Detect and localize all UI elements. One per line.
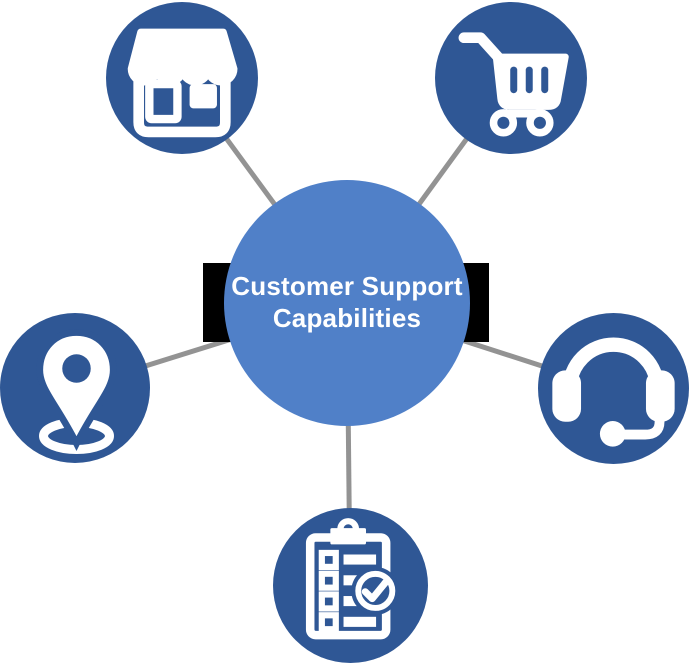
center-label-line2: Capabilities	[272, 303, 422, 333]
node-shopping-cart	[435, 2, 587, 154]
shopping-cart-icon	[458, 32, 569, 137]
center-label-line1: Customer Support	[231, 271, 463, 302]
storefront-icon	[127, 28, 238, 138]
checklist-icon	[305, 518, 400, 640]
headset-icon	[552, 337, 675, 447]
node-checklist	[273, 508, 428, 663]
center-node: Customer Support Capabilities	[224, 180, 470, 426]
location-pin-icon	[36, 329, 117, 454]
center-label: Customer Support Capabilities	[231, 271, 462, 334]
node-location-pin	[0, 313, 150, 463]
check-badge-icon	[351, 566, 400, 615]
node-storefront	[106, 2, 258, 154]
node-headset	[538, 313, 689, 464]
